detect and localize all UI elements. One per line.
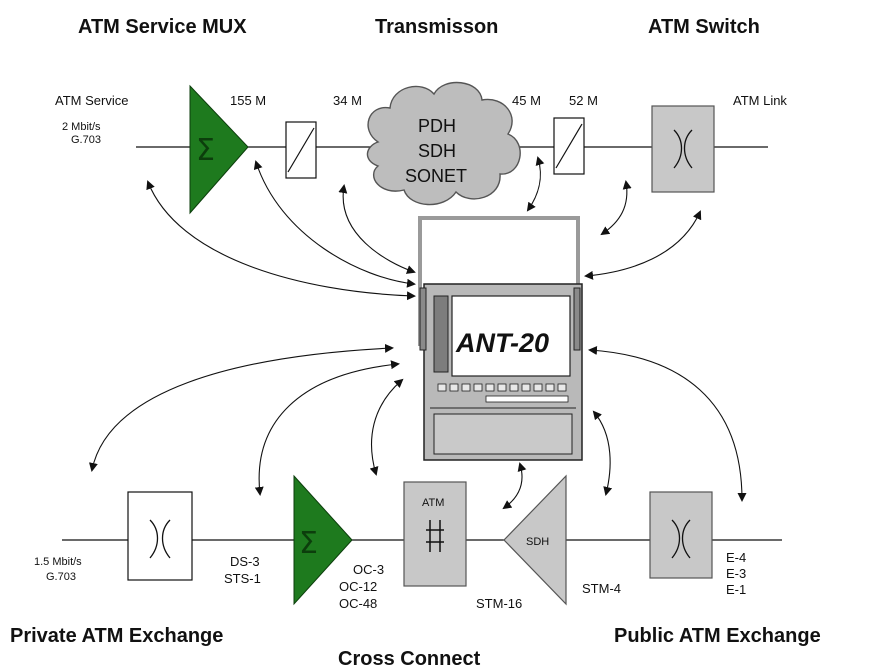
tester-name: ANT-20 (455, 328, 549, 358)
atm-cross-connect-icon: ATM (403, 481, 467, 587)
label-2mbits: 2 Mbit/s (62, 121, 101, 133)
label-e3: E-3 (726, 566, 746, 581)
label-52m: 52 M (569, 93, 598, 108)
label-1-5mbits: 1.5 Mbit/s (34, 556, 82, 568)
atm-switch-icon (651, 105, 715, 193)
connection-arrows (89, 156, 747, 510)
label-oc48: OC-48 (339, 596, 377, 611)
private-atm-switch-icon (127, 491, 193, 581)
tester-cable (418, 216, 580, 346)
arrow-atm-link (584, 210, 702, 280)
sdh-label: SDH (526, 536, 549, 548)
converter-45-52-icon (553, 117, 585, 175)
heading-private-atm-exchange: Private ATM Exchange (10, 625, 223, 647)
sdh-mux-icon: SDH (503, 474, 567, 606)
label-g703-bottom: G.703 (46, 571, 76, 583)
label-oc12: OC-12 (339, 579, 377, 594)
cross-connect-mux-icon: Σ (293, 474, 353, 606)
ant20-tester-icon: ANT-20 (419, 283, 583, 461)
label-atm-link: ATM Link (733, 93, 787, 108)
heading-atm-switch: ATM Switch (648, 16, 760, 38)
label-atm-service: ATM Service (55, 93, 128, 108)
arrow-ds3 (254, 360, 400, 496)
transmission-cloud-icon: PDH SDH SONET (366, 81, 521, 206)
arrow-mux-top (253, 160, 416, 288)
arrow-switch-top (600, 180, 632, 236)
label-45m: 45 M (512, 93, 541, 108)
arrow-atm-box (502, 462, 527, 510)
label-155m: 155 M (230, 93, 266, 108)
tester-keypad (437, 383, 567, 392)
arrow-public (588, 345, 747, 502)
arrow-cloud (526, 156, 545, 212)
public-atm-switch-icon (649, 491, 713, 579)
cloud-label-sdh: SDH (418, 141, 456, 161)
arrow-cross-connect-mux (369, 378, 404, 476)
arrow-atm-service (146, 180, 416, 301)
label-e4: E-4 (726, 550, 746, 565)
label-g703-top: G.703 (71, 134, 101, 146)
cloud-label-sonet: SONET (405, 166, 467, 186)
label-stm16: STM-16 (476, 596, 522, 611)
label-oc3: OC-3 (353, 562, 384, 577)
svg-text:Σ: Σ (196, 133, 215, 168)
cloud-label-pdh: PDH (418, 116, 456, 136)
label-stm4: STM-4 (582, 581, 621, 596)
heading-transmission: Transmisson (375, 16, 498, 38)
heading-cross-connect: Cross Connect (338, 648, 481, 669)
label-e1: E-1 (726, 582, 746, 597)
label-34m: 34 M (333, 93, 362, 108)
arrow-stm4 (592, 410, 613, 496)
heading-atm-service-mux: ATM Service MUX (78, 16, 247, 38)
atm-box-label: ATM (422, 497, 444, 509)
arrow-private (89, 343, 394, 472)
label-ds3: DS-3 (230, 554, 260, 569)
label-sts1: STS-1 (224, 571, 261, 586)
heading-public-atm-exchange: Public ATM Exchange (614, 625, 821, 647)
converter-155-34-icon (285, 121, 317, 179)
arrow-converter-top (338, 184, 416, 274)
svg-text:Σ: Σ (299, 526, 318, 561)
